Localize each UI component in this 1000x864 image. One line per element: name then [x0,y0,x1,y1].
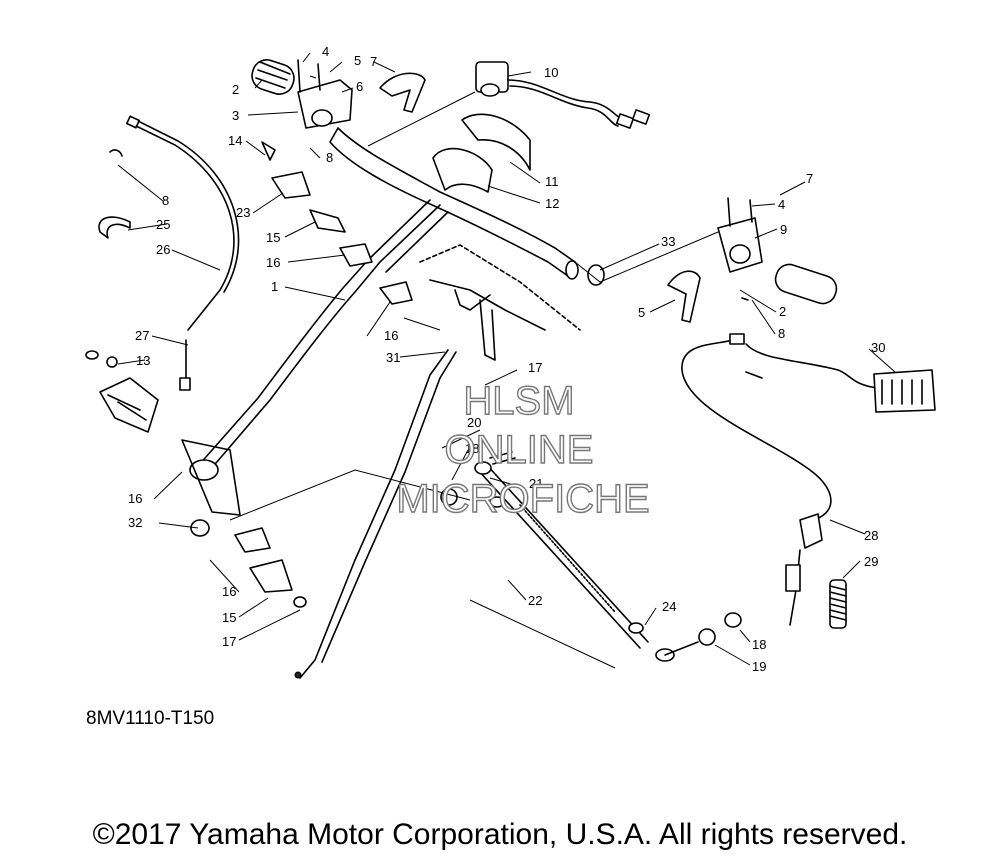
callout-number: 18 [752,637,766,652]
spring [829,579,847,629]
callout-number: 25 [156,217,170,232]
heater-wire [681,333,936,626]
callout-number: 15 [222,610,236,625]
callout-number: 17 [528,360,542,375]
svg-text:ONLINE: ONLINE [445,428,594,472]
callout-number: 11 [545,174,559,189]
grip-guards [379,72,531,193]
steering-link [294,349,457,679]
drawing-code: 8MV1110-T150 [86,708,215,729]
svg-text:HLSM: HLSM [463,379,574,423]
callout-number: 23 [236,205,250,220]
steering-post [181,199,449,516]
left-grip [251,59,353,129]
right-grip [667,197,838,323]
throttle-switch [475,61,651,129]
callout-number: 3 [232,108,239,123]
callout-number: 12 [545,196,559,211]
callout-number: 4 [322,44,329,59]
callout-number: 8 [778,326,785,341]
callout-number: 13 [136,353,150,368]
callout-labels: 4 5 6 7 2 3 10 11 12 14 8 23 15 16 1 8 2… [117,44,896,674]
brake-cable [109,115,240,391]
callout-number: 20 [467,415,481,430]
callout-number: 33 [661,234,675,249]
lower-brackets [190,519,307,608]
frame-section [419,244,581,361]
callout-number: 17 [222,634,236,649]
callout-number: 6 [356,79,363,94]
callout-number: 18 [465,441,479,456]
callout-number: 22 [528,593,542,608]
callout-number: 21 [529,476,543,491]
callout-number: 7 [370,54,377,69]
parts-drawing [85,59,936,679]
callout-number: 8 [326,150,333,165]
callout-number: 10 [544,65,558,80]
callout-number: 2 [232,82,239,97]
cable-band [98,216,131,239]
callout-number: 7 [806,171,813,186]
callout-number: 24 [662,599,676,614]
copyright-notice: ©2017 Yamaha Motor Corporation, U.S.A. A… [92,818,908,851]
assembly-lines [229,91,719,669]
callout-number: 4 [778,197,785,212]
tie-rod [440,451,742,662]
callout-number: 2 [779,304,786,319]
callout-number: 5 [638,305,645,320]
callout-number: 14 [228,133,242,148]
callout-number: 30 [871,340,885,355]
callout-number: 16 [266,255,280,270]
callout-number: 16 [128,491,142,506]
svg-text:MICROFICHE: MICROFICHE [396,477,649,521]
lower-bracket [85,350,159,433]
callout-number: 32 [128,515,142,530]
callout-number: 16 [384,328,398,343]
callout-number: 27 [135,328,149,343]
callout-number: 29 [864,554,878,569]
upper-brackets [261,141,413,305]
callout-number: 19 [752,659,766,674]
callout-number: 31 [386,350,400,365]
callout-number: 26 [156,242,170,257]
callout-number: 1 [271,279,278,294]
callout-number: 15 [266,230,280,245]
callout-number: 16 [222,584,236,599]
callout-number: 9 [780,222,787,237]
callout-number: 5 [354,53,361,68]
watermark: HLSM ONLINE MICROFICHE [396,378,651,521]
callout-number: 8 [162,193,169,208]
callout-number: 28 [864,528,878,543]
